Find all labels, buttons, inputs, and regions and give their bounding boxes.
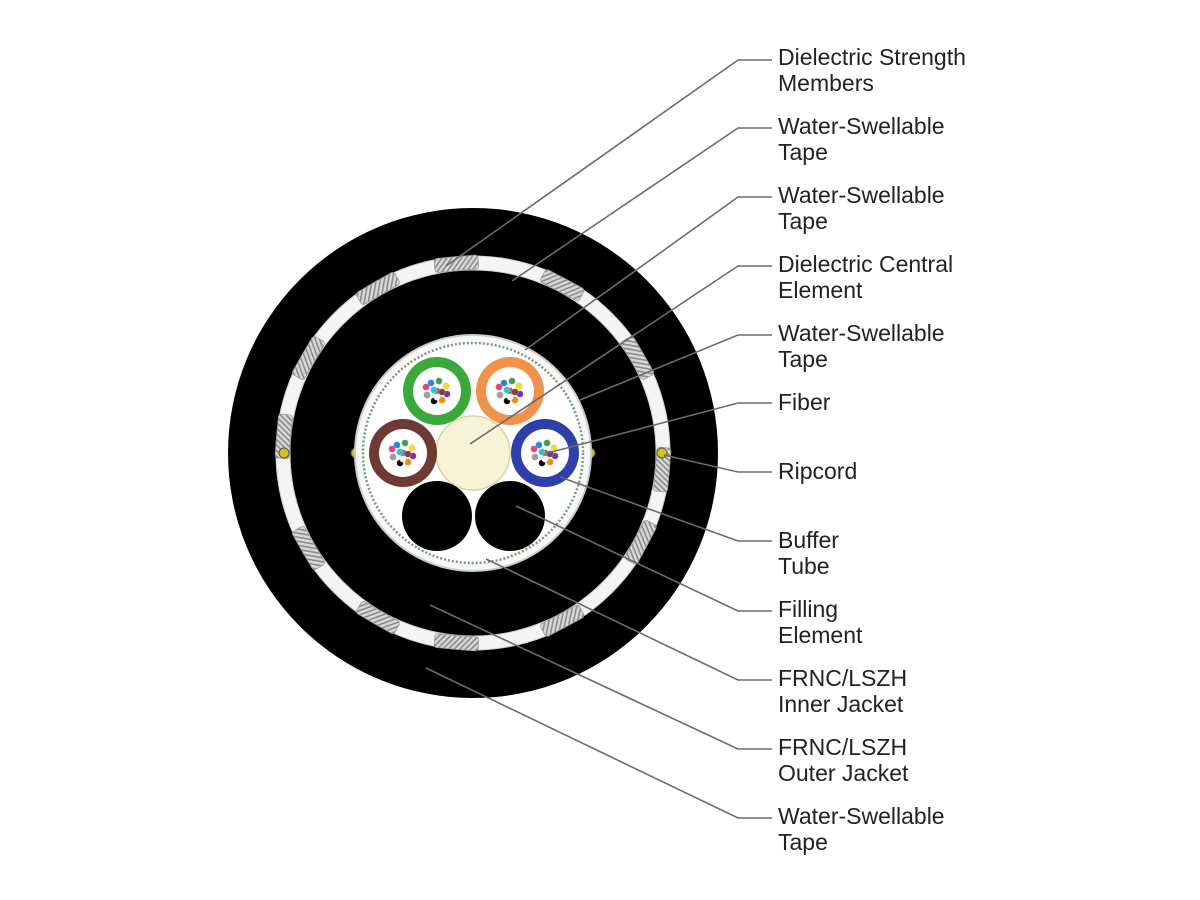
label-line: FRNC/LSZH (778, 734, 908, 760)
fiber-dot (389, 453, 397, 461)
label-line: Element (778, 277, 863, 303)
filling-element-left (402, 481, 472, 551)
fiber-dot (495, 383, 503, 391)
fiber-dot (530, 445, 538, 453)
filling-element-right (475, 481, 545, 551)
label-water-swellable-tape-outer: Water-Swellable Tape (778, 113, 945, 165)
label-line: Tape (778, 829, 828, 855)
label-line: FRNC/LSZH (778, 665, 908, 691)
fiber-dot (500, 379, 508, 387)
ripcord-left-outer (278, 447, 290, 459)
label-filling-element: Filling Element (778, 596, 862, 648)
label-line: Buffer (778, 527, 839, 553)
fiber-dot (408, 444, 416, 452)
label-inner-jacket: FRNC/LSZH Inner Jacket (778, 665, 907, 717)
label-ripcord: Ripcord (778, 458, 857, 484)
strength-member (292, 526, 325, 570)
strength-member (624, 520, 657, 565)
label-line: Tape (778, 139, 828, 165)
leader-tape-outer (511, 127, 772, 282)
label-line: Dielectric Strength (778, 44, 966, 70)
label-line: Dielectric Central (778, 251, 954, 277)
leader-strength-members (445, 59, 772, 267)
label-line: Tape (778, 208, 828, 234)
strength-member (653, 446, 672, 493)
fiber-dot (399, 455, 407, 463)
strength-member (621, 336, 654, 380)
leader-filling-element (515, 505, 772, 612)
label-line: Tube (778, 553, 830, 579)
label-water-swellable-tape-core: Water-Swellable Tape (778, 182, 945, 234)
fiber-dot (496, 391, 504, 399)
strength-member (540, 269, 585, 302)
leader-tape-bottom (425, 667, 772, 819)
label-line: Water-Swellable (778, 320, 945, 346)
fiber-dot (541, 455, 549, 463)
fiber-dot (433, 393, 441, 401)
label-outer-jacket: FRNC/LSZH Outer Jacket (778, 734, 908, 786)
leader-fiber (547, 402, 772, 454)
fiber-dot (430, 386, 438, 394)
label-line: Water-Swellable (778, 182, 945, 208)
fiber-dot (396, 448, 404, 456)
fiber-dot (427, 379, 435, 387)
outer-tape-edge-inner (289, 269, 657, 637)
strength-member (292, 336, 325, 380)
fiber-dot (543, 439, 551, 447)
fiber-dot (442, 382, 450, 390)
label-line: Tape (778, 346, 828, 372)
label-water-swellable-tape-inner: Water-Swellable Tape (778, 320, 945, 372)
leader-lines (425, 59, 772, 819)
leader-central-element (469, 265, 772, 445)
label-line: Ripcord (778, 458, 858, 484)
fiber-dot (404, 450, 412, 458)
strength-members (274, 254, 672, 652)
central-element (435, 415, 511, 491)
fiber-dot (511, 388, 519, 396)
label-line: Element (778, 622, 863, 648)
fiber-dot (503, 386, 511, 394)
label-buffer-tube: Buffer Tube (778, 527, 839, 579)
fiber-dot (423, 391, 431, 399)
label-line: Inner Jacket (778, 691, 904, 717)
fiber-dot (435, 377, 443, 385)
ripcord-right-outer (656, 447, 668, 459)
label-line: Fiber (778, 389, 831, 415)
leader-inner-jacket (485, 558, 772, 681)
fiber-dot (531, 453, 539, 461)
fiber-dot (393, 441, 401, 449)
strength-member (433, 633, 480, 652)
fiber-dot (438, 388, 446, 396)
leader-buffer-tube (559, 476, 772, 542)
strength-member (540, 604, 585, 637)
label-dielectric-central-element: Dielectric Central Element (778, 251, 953, 303)
fiber-dot (508, 377, 516, 385)
label-dielectric-strength-members: Dielectric Strength Members (778, 44, 966, 96)
strength-member (274, 413, 293, 460)
leader-tape-inner (579, 334, 772, 401)
strength-member (356, 272, 400, 305)
label-line: Water-Swellable (778, 803, 945, 829)
fiber-dot (506, 393, 514, 401)
label-line: Outer Jacket (778, 760, 909, 786)
fiber-dot (401, 439, 409, 447)
fiber-dot (535, 441, 543, 449)
label-water-swellable-tape-bottom: Water-Swellable Tape (778, 803, 945, 855)
fiber-dot (388, 445, 396, 453)
label-line: Members (778, 70, 874, 96)
fiber-bundles (388, 377, 559, 467)
label-line: Filling (778, 596, 839, 622)
label-fiber: Fiber (778, 389, 830, 415)
leader-tape-core (524, 196, 772, 351)
leader-ripcord (663, 454, 772, 473)
leader-outer-jacket (429, 604, 772, 750)
fiber-dot (422, 383, 430, 391)
fiber-dot (515, 382, 523, 390)
fiber-dot (538, 448, 546, 456)
strength-member (433, 254, 480, 273)
strength-member (356, 601, 400, 634)
label-line: Water-Swellable (778, 113, 945, 139)
